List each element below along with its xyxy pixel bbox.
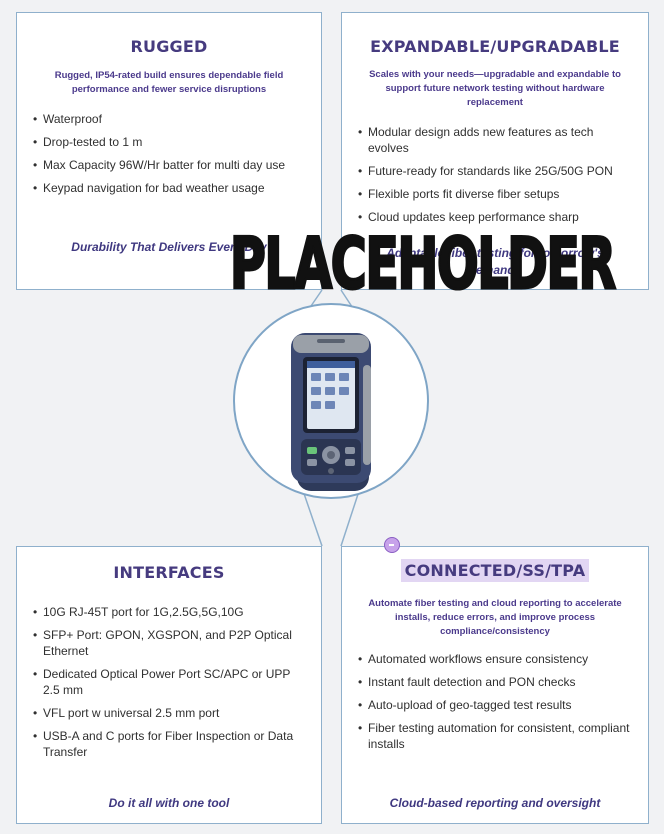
card-subtitle: Rugged, IP54-rated build ensures dependa…: [54, 70, 284, 95]
card-expandable: EXPANDABLE/UPGRADABLE Scales with your n…: [341, 12, 649, 290]
card-tagline: Durability That Delivers Every Day: [71, 240, 267, 254]
card-connected: CONNECTED/SS/TPA Automate fiber testing …: [341, 546, 649, 824]
list-item: Keypad navigation for bad weather usage: [33, 180, 309, 196]
card-title: EXPANDABLE/UPGRADABLE: [370, 37, 620, 56]
feature-list: Modular design adds new features as tech…: [342, 124, 648, 225]
card-interfaces: INTERFACES 10G RJ-45T port for 1G,2.5G,5…: [16, 546, 322, 824]
list-item: Dedicated Optical Power Port SC/APC or U…: [33, 666, 309, 698]
list-item: USB-A and C ports for Fiber Inspection o…: [33, 728, 309, 760]
list-item: Modular design adds new features as tech…: [358, 124, 636, 156]
card-subtitle: Automate fiber testing and cloud reporti…: [368, 598, 622, 637]
purple-dot-icon: [384, 537, 400, 553]
list-item: Fiber testing automation for consistent,…: [358, 720, 636, 752]
card-tagline: Cloud-based reporting and oversight: [389, 796, 601, 810]
card-tagline: Adaptable fiber testing for tomorrow's d…: [386, 246, 604, 277]
list-item: Waterproof: [33, 111, 309, 127]
card-rugged: RUGGED Rugged, IP54-rated build ensures …: [16, 12, 322, 290]
list-item: Auto-upload of geo-tagged test results: [358, 697, 636, 713]
card-title: INTERFACES: [113, 563, 225, 582]
list-item: SFP+ Port: GPON, XGSPON, and P2P Optical…: [33, 627, 309, 659]
list-item: Instant fault detection and PON checks: [358, 674, 636, 690]
feature-list: Waterproof Drop-tested to 1 m Max Capaci…: [17, 111, 321, 196]
card-subtitle: Scales with your needs—upgradable and ex…: [369, 69, 621, 108]
feature-list: 10G RJ-45T port for 1G,2.5G,5G,10G SFP+ …: [17, 604, 321, 760]
handheld-fiber-tester-icon: [291, 333, 371, 491]
device-image: [233, 303, 429, 499]
list-item: Future-ready for standards like 25G/50G …: [358, 163, 636, 179]
list-item: VFL port w universal 2.5 mm port: [33, 705, 309, 721]
list-item: Max Capacity 96W/Hr batter for multi day…: [33, 157, 309, 173]
card-tagline: Do it all with one tool: [108, 796, 230, 810]
placeholder-overlay: PLACEHOLDER: [229, 223, 617, 306]
list-item: Flexible ports fit diverse fiber setups: [358, 186, 636, 202]
list-item: Drop-tested to 1 m: [33, 134, 309, 150]
feature-list: Automated workflows ensure consistency I…: [342, 651, 648, 752]
card-title: CONNECTED/SS/TPA: [400, 559, 590, 582]
list-item: Automated workflows ensure consistency: [358, 651, 636, 667]
card-title: RUGGED: [130, 37, 208, 56]
list-item: Cloud updates keep performance sharp: [358, 209, 636, 225]
list-item: 10G RJ-45T port for 1G,2.5G,5G,10G: [33, 604, 309, 620]
